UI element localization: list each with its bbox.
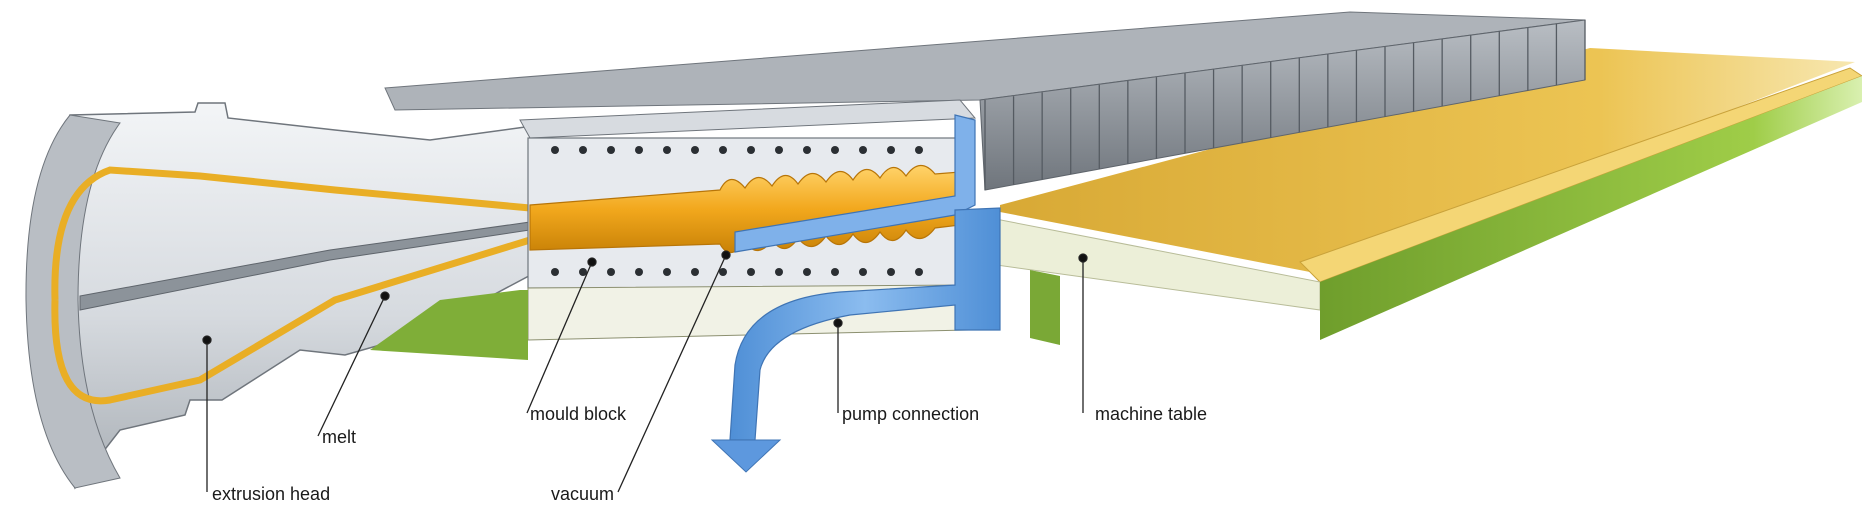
melt-channel-lower — [51, 236, 532, 405]
label-mould-block: mould block — [530, 404, 627, 424]
mould-tooth — [691, 146, 699, 154]
mould-tooth — [887, 268, 895, 276]
machine-table — [974, 48, 1862, 345]
label-vacuum: vacuum — [551, 484, 615, 504]
label-melt: melt — [322, 427, 357, 447]
mould-tooth — [551, 146, 559, 154]
mould-tooth — [747, 146, 755, 154]
mould-tooth — [551, 268, 559, 276]
mould-tooth — [607, 146, 615, 154]
label-machine-table: machine table — [1095, 404, 1208, 424]
mould-tooth — [663, 268, 671, 276]
mould-tooth — [887, 146, 895, 154]
extrusion-head — [25, 102, 541, 490]
machine-table-rail — [1299, 67, 1862, 283]
mould-tooth — [803, 146, 811, 154]
mould-tooth — [579, 268, 587, 276]
label-extrusion-head: extrusion head — [212, 484, 331, 504]
label-pump-connection: pump connection — [842, 404, 980, 424]
mould-block-front-top — [519, 99, 977, 139]
mould-base-green — [370, 290, 528, 360]
mould-tooth — [691, 268, 699, 276]
vacuum-system — [710, 114, 1001, 473]
mould-block-dividers — [984, 20, 1586, 190]
mould-tooth — [663, 146, 671, 154]
mould-block-section — [370, 99, 977, 360]
leader-lines — [202, 250, 1088, 493]
leader-dot-vacuum — [721, 250, 731, 260]
mould-tooth — [915, 268, 923, 276]
mould-tooth — [775, 268, 783, 276]
mould-blocks-back — [384, 11, 1586, 191]
leader-dot-pump-connection — [833, 318, 843, 328]
mould-tooth — [859, 268, 867, 276]
mould-tooth — [579, 146, 587, 154]
melt-channel-upper — [51, 166, 531, 301]
extrusion-head-face — [25, 114, 121, 489]
mould-tooth — [775, 146, 783, 154]
mould-tooth — [719, 146, 727, 154]
leader-dot-mould-block — [587, 257, 597, 267]
mould-tooth — [831, 268, 839, 276]
mould-tooth — [803, 268, 811, 276]
mould-tooth — [635, 146, 643, 154]
leader-mould-block — [526, 261, 593, 414]
mould-tooth — [719, 268, 727, 276]
vacuum-chamber — [734, 114, 976, 253]
leader-melt — [317, 295, 386, 437]
suction-arrow — [710, 439, 782, 473]
mould-teeth — [551, 146, 923, 276]
machine-table-top — [1000, 48, 1855, 272]
mould-tooth — [915, 146, 923, 154]
mould-tooth — [831, 146, 839, 154]
leader-dot-extrusion-head — [202, 335, 212, 345]
table-leg — [1030, 270, 1060, 345]
leader-vacuum — [617, 254, 727, 493]
leader-dot-melt — [380, 291, 390, 301]
machine-table-shade — [1320, 76, 1862, 340]
leader-dot-machine-table — [1078, 253, 1088, 263]
mould-tooth — [607, 268, 615, 276]
mould-tooth — [635, 268, 643, 276]
mould-tooth — [859, 146, 867, 154]
mould-tooth — [747, 268, 755, 276]
